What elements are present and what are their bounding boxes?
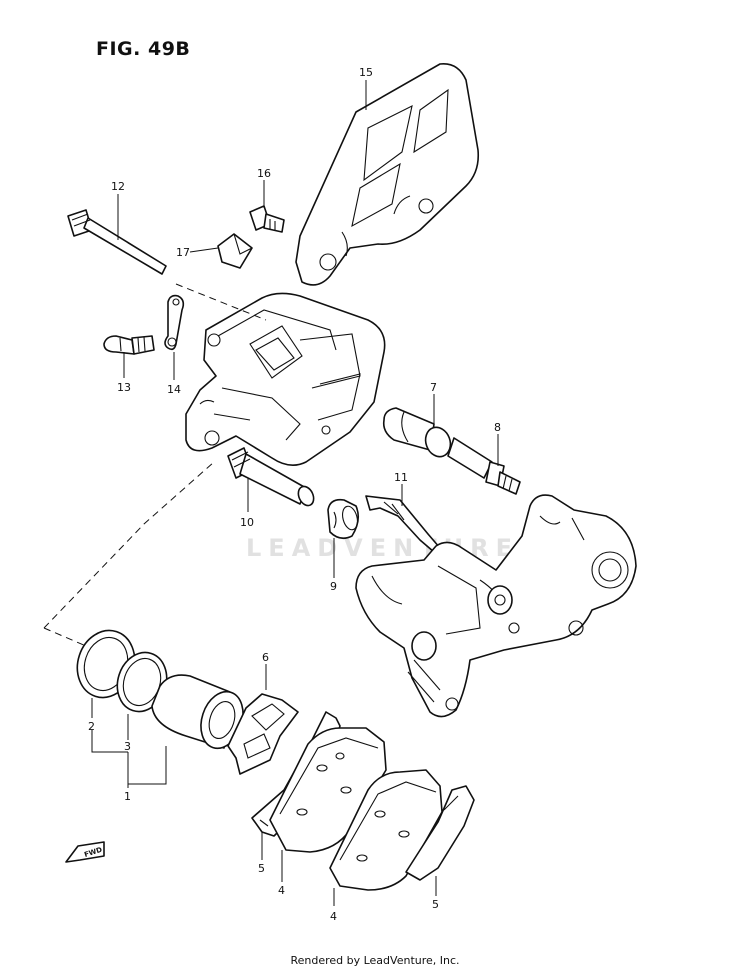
part-12-pin <box>67 209 167 275</box>
footer-credit: Rendered by LeadVenture, Inc. <box>290 954 460 967</box>
callout-8: 8 <box>494 421 501 434</box>
part-8-bolt <box>447 437 521 495</box>
callout-2: 2 <box>88 720 95 733</box>
callout-3: 3 <box>124 740 131 753</box>
callout-10: 10 <box>240 516 254 529</box>
part-10-slide-pin <box>227 447 315 507</box>
part-6-shim <box>227 693 299 775</box>
caliper-body <box>185 292 386 466</box>
part-11-clip <box>365 495 441 553</box>
part-7-sleeve <box>382 407 452 458</box>
callout-12: 12 <box>111 180 125 193</box>
assembly-line-pin <box>175 283 267 321</box>
callout-9: 9 <box>330 580 337 593</box>
part-9-boot <box>327 498 360 540</box>
caliper-bracket <box>355 494 637 718</box>
figure-title: FIG. 49B <box>96 38 191 60</box>
part-16-bolt <box>249 205 285 233</box>
part-5-shim-right <box>405 785 475 881</box>
assembly-line-piston <box>43 461 215 629</box>
callout-5a: 5 <box>258 862 265 875</box>
assembly-line-piston-return <box>43 627 87 647</box>
part-14-bleeder-cap <box>164 294 185 351</box>
leader-lines <box>91 80 499 906</box>
callout-4a: 4 <box>278 884 285 897</box>
callout-13: 13 <box>117 381 131 394</box>
part-1-piston <box>151 674 244 750</box>
callout-14: 14 <box>167 383 181 396</box>
callout-11: 11 <box>394 471 408 484</box>
part-15-guard-plate <box>295 63 480 286</box>
callout-6: 6 <box>262 651 269 664</box>
part-17-cap <box>217 233 253 269</box>
callout-4b: 4 <box>330 910 337 923</box>
part-13-bleeder <box>103 335 155 355</box>
part-4-pad-left <box>269 727 387 853</box>
callout-16: 16 <box>257 167 271 180</box>
callout-7: 7 <box>430 381 437 394</box>
fwd-arrow-icon: FWD <box>65 841 105 863</box>
callout-5b: 5 <box>432 898 439 911</box>
callout-15: 15 <box>359 66 373 79</box>
callout-1: 1 <box>124 790 131 803</box>
part-3-seal <box>116 651 168 713</box>
callout-17: 17 <box>176 246 190 259</box>
